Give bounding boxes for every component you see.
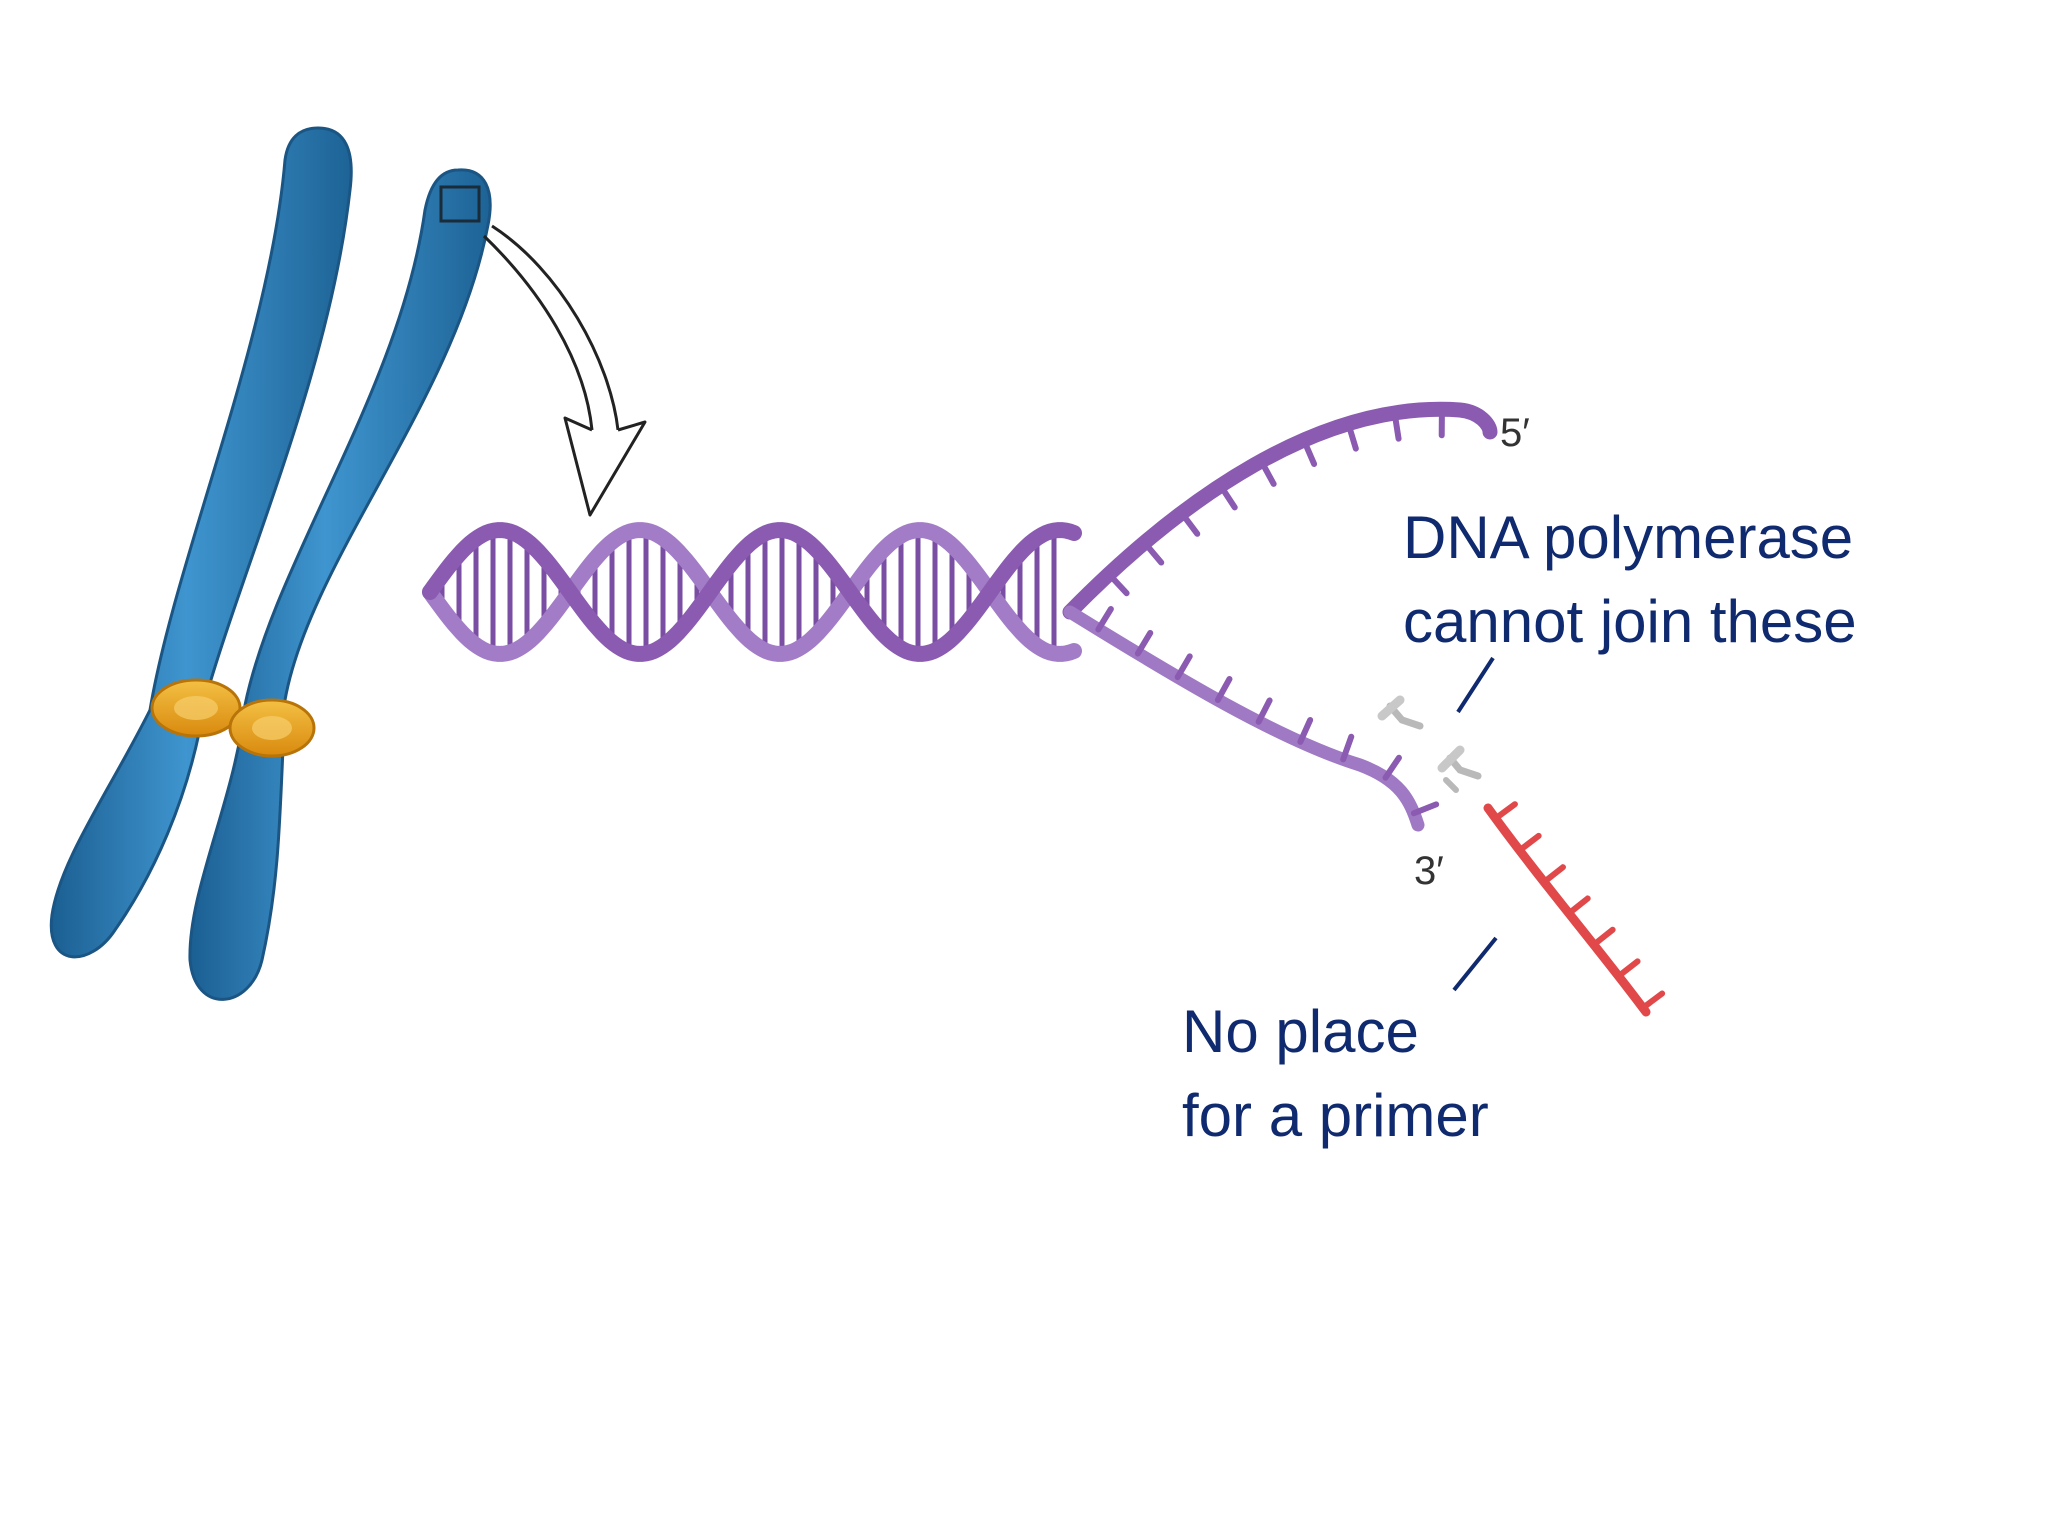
base-tick bbox=[1095, 606, 1114, 633]
base-tick bbox=[1516, 832, 1542, 854]
primer-caption-line1: No place bbox=[1182, 998, 1419, 1065]
five-prime-label: 5′ bbox=[1500, 411, 1530, 455]
chromatid-left bbox=[49, 126, 353, 959]
base-tick bbox=[1382, 754, 1402, 781]
base-tick bbox=[1391, 409, 1402, 442]
base-tick bbox=[1345, 420, 1359, 452]
base-tick bbox=[1492, 801, 1518, 822]
base-tick bbox=[1258, 458, 1277, 487]
primer-strand-bases bbox=[1492, 801, 1666, 1011]
base-tick bbox=[1134, 629, 1154, 657]
base-tick bbox=[1590, 926, 1616, 948]
unjoined-nucleotides bbox=[1377, 695, 1482, 793]
polymerase-caption-line1: DNA polymerase bbox=[1403, 504, 1854, 571]
dna-double-helix bbox=[422, 522, 1082, 662]
base-tick bbox=[1217, 482, 1238, 511]
chromosome bbox=[49, 126, 492, 1001]
lower-strand-bases bbox=[1095, 606, 1440, 817]
three-prime-label: 3′ bbox=[1414, 849, 1444, 893]
base-tick bbox=[1300, 437, 1318, 467]
base-tick bbox=[1255, 697, 1273, 725]
polymerase-pointer-line bbox=[1456, 656, 1495, 714]
base-tick bbox=[1105, 571, 1130, 597]
base-tick bbox=[1340, 733, 1355, 763]
base-tick bbox=[1410, 801, 1440, 817]
replication-fork: 5′ 3′ bbox=[1062, 401, 1666, 1017]
base-tick bbox=[1174, 653, 1193, 681]
base-tick bbox=[1639, 990, 1666, 1011]
base-tick bbox=[1615, 958, 1641, 980]
primer-caption-line2: for a primer bbox=[1182, 1082, 1489, 1149]
centromere bbox=[150, 678, 316, 758]
base-tick bbox=[1565, 895, 1591, 917]
upper-strand-bases bbox=[1105, 406, 1445, 597]
primer-strand bbox=[1483, 803, 1651, 1017]
polymerase-caption: DNA polymerase cannot join these bbox=[1403, 496, 1857, 664]
helix-backbone-front bbox=[422, 522, 1082, 662]
base-tick bbox=[1178, 510, 1201, 537]
helix-backbone-back bbox=[422, 522, 1082, 662]
base-tick bbox=[1541, 864, 1566, 886]
base-tick bbox=[1141, 539, 1165, 566]
base-tick bbox=[1214, 675, 1233, 704]
chromatid-right bbox=[188, 168, 492, 1001]
primer-pointer-line bbox=[1452, 936, 1498, 992]
zoom-region-box bbox=[439, 185, 481, 223]
base-tick bbox=[1297, 716, 1314, 745]
lower-parent-strand bbox=[1063, 605, 1425, 832]
primer-caption: No place for a primer bbox=[1182, 990, 1489, 1158]
zoom-arrow bbox=[482, 224, 647, 517]
polymerase-caption-line2: cannot join these bbox=[1403, 588, 1857, 655]
